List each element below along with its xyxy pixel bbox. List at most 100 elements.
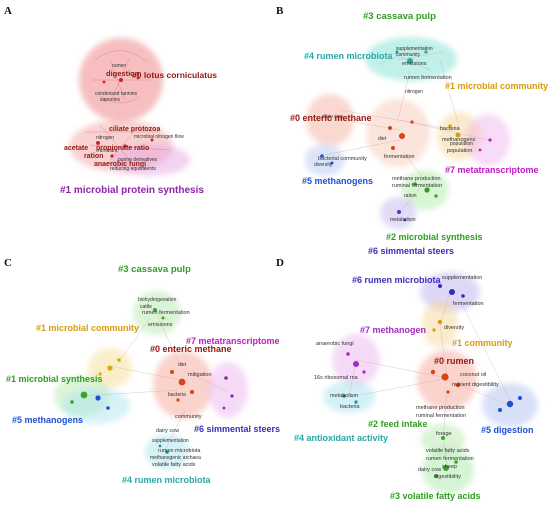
cluster-1-blob-purple <box>110 144 190 176</box>
term-bacteria: nutrient digestibility <box>452 382 499 388</box>
term-rumen-fermentation: rumen fermentation <box>426 456 474 462</box>
term-community: community <box>175 414 202 420</box>
cluster-0-blob <box>306 94 354 146</box>
svg-text:microbial nitrogen flow: microbial nitrogen flow <box>134 134 184 140</box>
cluster-1-label: #1 microbial protein synthesis <box>60 185 204 196</box>
cluster-6-label: #6 rumen microbiota <box>352 275 442 285</box>
svg-text:ration: ration <box>404 193 417 199</box>
term-digestibility: digestibility <box>434 474 461 480</box>
svg-text:supplementation: supplementation <box>396 46 433 52</box>
term-16s-ribosomal-rna: 16s ribosomal rna <box>314 375 359 381</box>
term-population: population <box>447 148 472 154</box>
cluster-2-label: #2 microbial synthesis <box>386 232 483 242</box>
cluster-3-label: #3 cassava pulp <box>118 264 191 275</box>
cluster-6-label: #6 simmental steers <box>194 424 280 434</box>
term-anaerobic-fungi: anaerobic fungi <box>316 341 354 347</box>
panel-a-nodes <box>96 76 154 158</box>
cluster-4-label: #4 rumen microbiota <box>122 475 212 485</box>
cluster-3-blob <box>133 291 181 335</box>
term-ruminal-fermentation: ruminal fermentation <box>392 183 442 189</box>
cluster-5-label: #5 methanogens <box>12 415 83 425</box>
term-emissions: emissions <box>402 61 427 67</box>
term-coconut-oil: metabolism <box>330 393 359 399</box>
term-volatile-fatty-acids: volatile fatty acids <box>152 462 196 468</box>
svg-text:ruminant: ruminant <box>98 148 118 154</box>
term-propionate-ratio: propionate ratio <box>96 145 149 152</box>
term-nutrient-digestibility: bacteria <box>340 404 361 410</box>
svg-text:condensed tannins: condensed tannins <box>95 91 137 97</box>
cluster-1-label: #1 microbial community <box>445 81 548 91</box>
panel-b-letter: B <box>276 5 284 17</box>
term-methane-production: methane production <box>416 405 465 411</box>
term-emissions: emissions <box>148 322 173 328</box>
svg-text:purine derivatives: purine derivatives <box>118 157 158 163</box>
term-methanogens: methanogens <box>442 137 476 143</box>
cluster-4-label: #4 antioxidant activity <box>294 433 388 443</box>
svg-text:dairy cow: dairy cow <box>322 114 344 120</box>
term-mitigation: mitigation <box>188 372 212 378</box>
cluster-3-label: #3 volatile fatty acids <box>390 491 481 501</box>
svg-text:diet: diet <box>178 362 187 368</box>
panel-c-edges <box>81 307 229 451</box>
panel-d: D #6 rumen microbiota supplementation fe… <box>276 257 538 501</box>
term-fermentation: fermentation <box>384 154 415 160</box>
term-ciliate-protozoa: ciliate protozoa <box>109 126 160 133</box>
panel-c-nodes <box>70 308 234 454</box>
term-volatile-fatty-acids: volatile fatty acids <box>426 448 470 454</box>
panel-c-letter: C <box>4 257 12 269</box>
cluster-1-synthesis-label: #1 microbial synthesis <box>6 374 103 384</box>
svg-text:saponins: saponins <box>100 97 121 103</box>
cluster-1-label: #1 community <box>452 338 513 348</box>
svg-text:supplementation: supplementation <box>152 438 189 444</box>
svg-text:diet: diet <box>378 136 387 142</box>
svg-text:population: population <box>450 141 473 147</box>
cluster-6-blob <box>208 362 248 418</box>
term-rumen-microbiota: rumen microbiota <box>158 448 201 454</box>
cluster-5-blob <box>305 144 345 176</box>
svg-text:community: community <box>396 52 421 58</box>
term-diversity: diversity <box>444 325 464 331</box>
svg-text:diversity: diversity <box>314 162 333 168</box>
svg-text:metabolism: metabolism <box>390 217 416 223</box>
cluster-0-label: #0 lotus corniculatus <box>132 70 217 80</box>
cluster-3-label: #3 cassava pulp <box>363 11 436 22</box>
svg-text:nitrogen: nitrogen <box>96 135 114 141</box>
cluster-0-label: #0 rumen <box>434 356 474 366</box>
svg-text:nitrogen: nitrogen <box>405 89 423 95</box>
term-ration: ration <box>84 153 103 160</box>
term-rumen-fermentation: rumen fermentation <box>404 75 452 81</box>
term-anaerobic-fungi: anaerobic fungi <box>94 161 146 168</box>
cluster-7-label: #7 metatranscriptome <box>445 165 539 175</box>
panel-d-nodes <box>342 284 522 478</box>
term-rumen-fermentation: rumen fermentation <box>142 310 190 316</box>
cluster-6-label: #6 simmental steers <box>368 246 454 256</box>
term-methane-production: methane production <box>392 176 441 182</box>
cluster-4-label: #4 rumen microbiota <box>304 51 394 61</box>
cluster-5-blob <box>62 388 130 424</box>
term-supplementation: supplementation <box>442 275 482 281</box>
term-metabolism: coconut oil <box>460 372 486 378</box>
svg-text:methanogenic archaea: methanogenic archaea <box>150 455 201 461</box>
panel-d-edges <box>348 291 511 471</box>
cluster-0-label: #0 enteric methane <box>290 113 372 123</box>
term-ruminal-fermentation: ruminal fermentation <box>416 413 466 419</box>
panel-d-letter: D <box>276 257 284 269</box>
panel-b-nodes <box>320 50 492 222</box>
cluster-7-label: #7 methanogen <box>360 325 426 335</box>
panel-a-letter: A <box>4 5 12 17</box>
term-acetate: acetate <box>64 145 88 152</box>
cluster-0-label: #0 enteric methane <box>150 344 232 354</box>
cluster-2-label: #2 feed intake <box>368 419 428 429</box>
cluster-5-label: #5 methanogens <box>302 176 373 186</box>
svg-text:reducing equivalents: reducing equivalents <box>110 166 156 172</box>
cluster-5-label: #5 digestion <box>481 425 534 435</box>
term-sheep: sheep <box>442 464 457 470</box>
svg-text:cattle: cattle <box>140 304 152 310</box>
term-bacteria: bacteria <box>440 126 461 132</box>
term-digestion: digestion <box>106 69 140 78</box>
